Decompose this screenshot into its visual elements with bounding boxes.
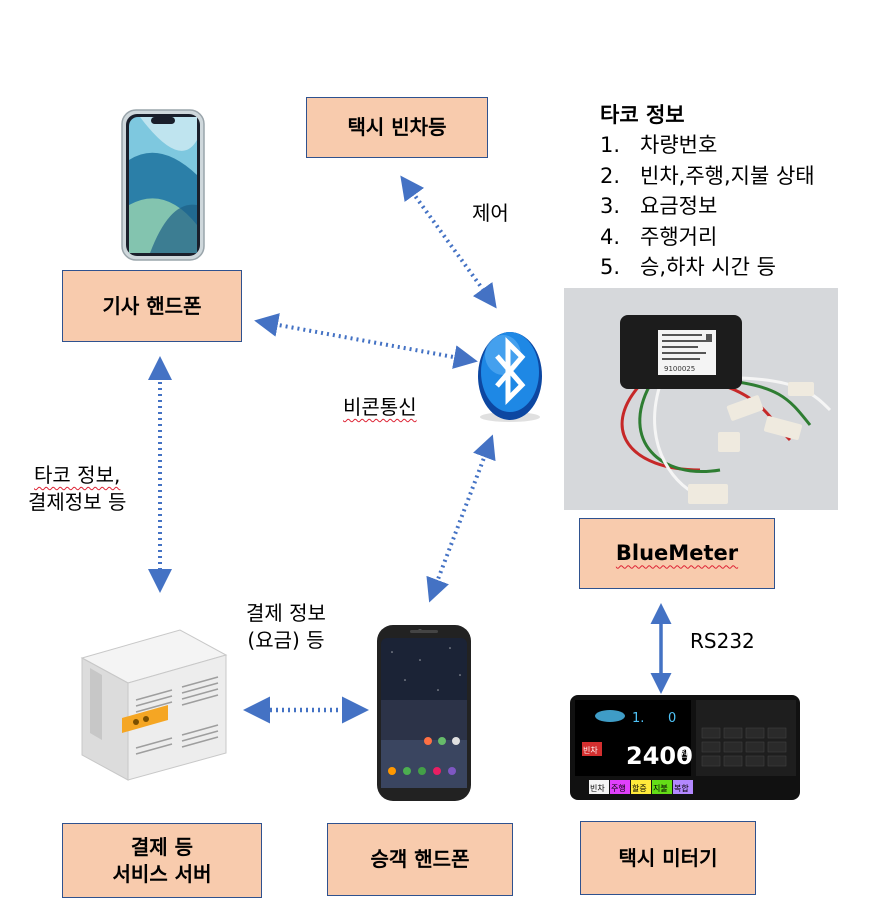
node-taxi-light-label: 택시 빈차등	[347, 115, 447, 139]
edge-label-payment-line2: (요금) 등	[247, 628, 325, 652]
taco-info-item: 2. 빈차,주행,지불 상태	[600, 161, 815, 191]
taco-info-item-number: 2.	[600, 163, 621, 188]
edge-label-beacon: 비콘통신	[343, 395, 417, 419]
edge-label-driver-server-line1: 타코 정보,	[34, 463, 121, 487]
taco-info-item: 4. 주행거리	[600, 222, 815, 252]
meter-key-3: 할증	[632, 783, 647, 793]
arrow-bluetooth-passenger	[426, 434, 496, 603]
meter-key-4: 지불	[653, 783, 668, 793]
meter-status: 빈차	[583, 746, 598, 755]
taco-info-item-text: 빈차,주행,지불 상태	[640, 163, 815, 188]
node-passenger-phone-label: 승객 핸드폰	[370, 847, 470, 871]
meter-key-5: 복합	[674, 784, 689, 793]
taco-info-item-number: 5.	[600, 255, 621, 280]
meter-fare: 2400	[626, 742, 693, 770]
edge-label-payment: 결제 정보 (요금) 등	[246, 600, 326, 654]
arrow-light-bluetooth	[400, 175, 497, 309]
node-service-server: 결제 등 서비스 서버	[62, 823, 262, 898]
taco-info-item-text: 주행거리	[640, 224, 718, 249]
taco-info-item: 1. 차량번호	[600, 130, 815, 160]
taco-info-item-number: 4.	[600, 224, 621, 249]
node-taxi-light: 택시 빈차등	[306, 97, 488, 158]
node-server-line1: 결제 등	[130, 834, 194, 859]
driver-phone-image	[121, 109, 205, 261]
taco-info-item-number: 3.	[600, 194, 621, 219]
server-image	[80, 629, 228, 781]
node-bluemeter-label: BlueMeter	[615, 541, 739, 566]
edge-label-payment-line1: 결제 정보	[246, 601, 326, 625]
node-taxi-meter: 택시 미터기	[580, 821, 756, 895]
taco-info-list: 1. 차량번호 2. 빈차,주행,지불 상태 3. 요금정보 4. 주행거리 5. 승,하…	[600, 130, 815, 282]
bluetooth-icon	[478, 332, 542, 422]
edge-label-rs232: RS232	[690, 629, 755, 653]
node-server-line2: 서비스 서버	[112, 861, 212, 886]
taco-info-item-text: 차량번호	[640, 133, 718, 158]
meter-fare-unit: 원	[679, 748, 688, 760]
taco-info-item: 5. 승,하차 시간 등	[600, 252, 815, 282]
edge-label-driver-server-line2: 결제정보 등	[28, 490, 127, 514]
node-taxi-meter-label: 택시 미터기	[618, 845, 718, 870]
meter-key-1: 빈차	[590, 784, 605, 793]
meter-lcd-top: 1.	[632, 711, 644, 726]
taco-info-item: 3. 요금정보	[600, 191, 815, 221]
taco-info-panel: 타코 정보 1. 차량번호 2. 빈차,주행,지불 상태 3. 요금정보 4. 주행거리…	[600, 100, 815, 283]
edge-label-control: 제어	[472, 201, 509, 225]
arrow-driver-bluetooth	[254, 313, 478, 369]
taco-info-item-number: 1.	[600, 133, 621, 158]
node-passenger-phone: 승객 핸드폰	[327, 823, 513, 896]
taco-info-item-text: 승,하차 시간 등	[640, 255, 776, 280]
node-bluemeter: BlueMeter	[579, 518, 775, 589]
bluemeter-device-photo: 9100025	[564, 288, 838, 510]
taco-info-title: 타코 정보	[600, 103, 685, 127]
edge-label-driver-server: 타코 정보, 결제정보 등	[28, 462, 126, 516]
device-serial-label: 9100025	[664, 365, 695, 373]
node-driver-phone: 기사 핸드폰	[62, 270, 242, 342]
taxi-meter-image: 1. 0 빈차 2400 원 빈차 주행 할증 지불 복합	[570, 695, 800, 800]
meter-lcd-right: 0	[668, 711, 676, 726]
taco-info-item-text: 요금정보	[640, 194, 718, 219]
node-driver-phone-label: 기사 핸드폰	[102, 293, 202, 318]
meter-key-2: 주행	[611, 783, 626, 793]
passenger-phone-image	[377, 625, 471, 801]
